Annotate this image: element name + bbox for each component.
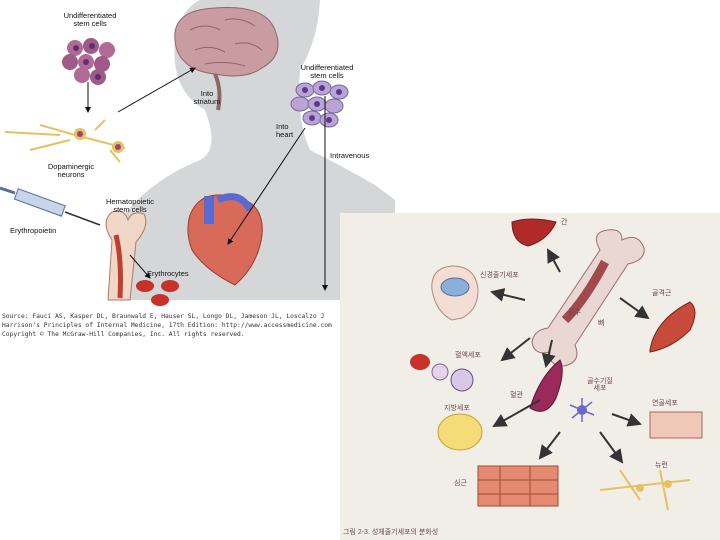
- arrow-to-striatum: [117, 67, 196, 113]
- neuron-cluster-icon: [599, 469, 691, 511]
- arrow-to-neural: [490, 288, 526, 302]
- bone-icon: [531, 229, 645, 367]
- heart-icon: [187, 193, 263, 286]
- syringe-icon: [0, 186, 101, 226]
- stem-cell-cluster-right: [290, 80, 349, 128]
- label-into-striatum: Into striatum: [193, 89, 221, 106]
- label-skeletal-muscle: 골격근: [652, 290, 672, 297]
- figure-caption: 그림 2-3. 성체줄기세포의 분화성: [343, 529, 439, 536]
- label-adipocyte: 지방세포: [444, 405, 470, 412]
- label-neural-stem-cell: 신경줄기세포: [480, 272, 519, 279]
- label-bone: 뼈: [598, 320, 605, 327]
- arrow-to-cardiac: [538, 431, 561, 460]
- cardiac-muscle-icon: [477, 465, 559, 507]
- head-neural-icon: [431, 265, 479, 321]
- label-blood-cells: 혈액세포: [455, 352, 481, 359]
- label-cartilage: 연골세포: [652, 400, 678, 407]
- stem-cell-therapy-diagram: Undifferentiated stem cells Undifferenti…: [0, 0, 395, 345]
- label-erythropoietin: Erythropoietin: [10, 226, 57, 235]
- stromal-cell-icon: [569, 398, 595, 422]
- cartilage-tissue-icon: [649, 411, 703, 439]
- label-liver: 간: [561, 219, 568, 226]
- adipocyte-icon: [437, 413, 483, 451]
- label-neuron: 뉴런: [655, 462, 668, 469]
- label-cardiac-muscle: 심근: [454, 480, 467, 487]
- label-undifferentiated-right: Undifferentiated stem cells: [300, 63, 354, 80]
- arrow-to-adipocyte: [492, 399, 541, 427]
- credit-line-title: Harrison's Principles of Internal Medici…: [2, 322, 332, 330]
- liver-icon: [511, 218, 557, 247]
- arrow-to-heart: [227, 127, 306, 245]
- label-stromal-cell: 골수기질세포: [587, 378, 613, 393]
- arrow-to-neurons: [599, 431, 624, 464]
- stem-cell-therapy-illustration: [0, 0, 395, 306]
- stem-cell-cluster-top: [62, 38, 115, 85]
- label-erythrocytes: Erythrocytes: [147, 269, 189, 278]
- arrow-to-erythrocytes: [129, 254, 151, 279]
- credit-line-source: Source: Fauci AS, Kasper DL, Braunwald E…: [2, 313, 325, 320]
- arrow-to-blood: [500, 337, 531, 362]
- label-dopaminergic-neurons: Dopaminergic neurons: [47, 162, 95, 179]
- label-into-heart: Into heart: [276, 122, 294, 139]
- brain-icon: [174, 6, 279, 111]
- arrow-to-cartilage: [611, 413, 642, 427]
- arrow-to-vessel: [541, 339, 556, 368]
- label-intravenous: Intravenous: [330, 151, 370, 160]
- blood-cells-icon: [410, 354, 474, 392]
- label-hematopoietic-stem-cells: Hematopoietic stem cells: [106, 197, 154, 214]
- body-silhouette: [110, 0, 395, 300]
- credit-line-copyright: Copyright © The McGraw-Hill Companies, I…: [2, 331, 245, 339]
- blood-vessel-icon: [529, 359, 563, 412]
- source-credit: Source: Fauci AS, Kasper DL, Braunwald E…: [2, 312, 397, 339]
- label-bone-marrow: 골수: [568, 309, 581, 316]
- bone-icon: [105, 210, 147, 301]
- arrow-to-muscle: [619, 297, 650, 320]
- label-blood-vessel: 혈관: [510, 392, 523, 399]
- label-undifferentiated-top: Undifferentiated stem cells: [63, 11, 117, 28]
- arrow-to-liver: [547, 248, 561, 273]
- skeletal-muscle-icon: [649, 301, 696, 353]
- dopaminergic-neuron-icon: [4, 119, 126, 163]
- erythrocyte-icon: [136, 280, 179, 306]
